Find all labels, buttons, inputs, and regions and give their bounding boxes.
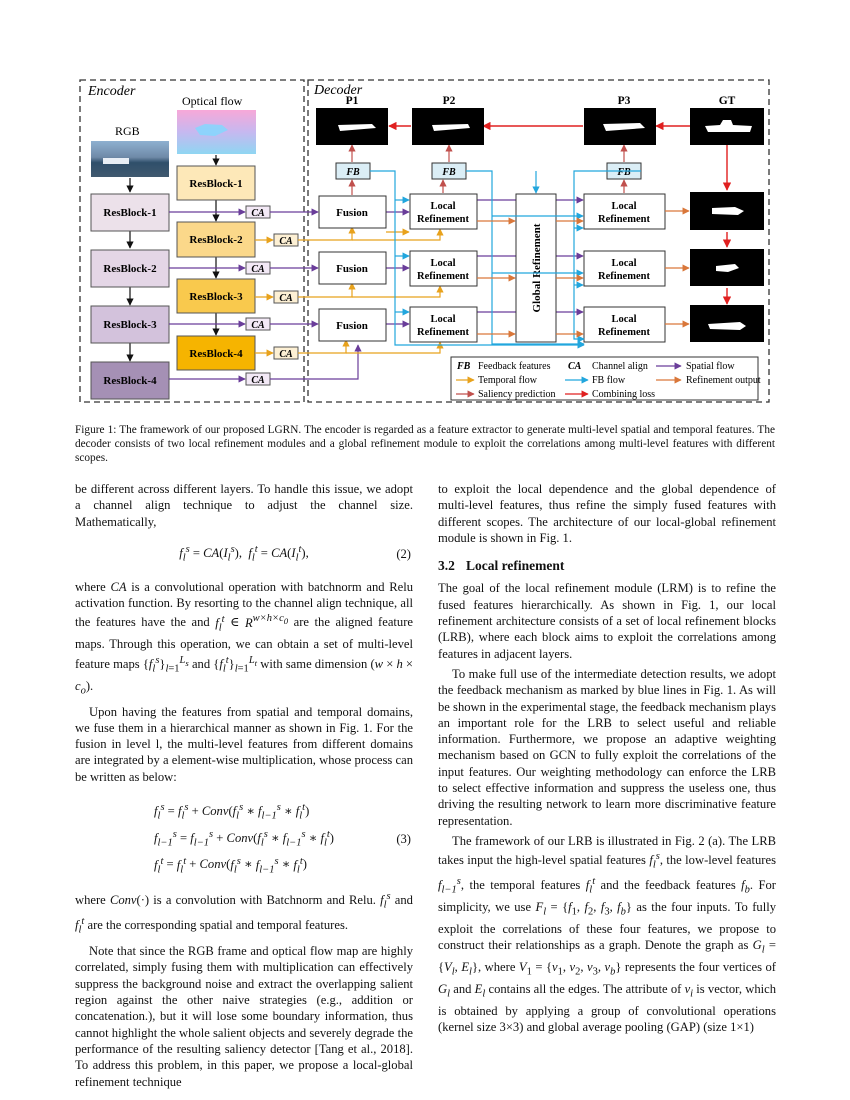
figure-caption: Figure 1: The framework of our proposed … xyxy=(75,424,775,464)
legend-spatial: Spatial flow xyxy=(686,361,735,372)
decoder-label: Decoder xyxy=(313,83,363,98)
right-p3: To make full use of the intermediate det… xyxy=(438,666,776,828)
rgb-resblock-4-label: ResBlock-4 xyxy=(103,375,157,387)
fusion-box-2 xyxy=(318,251,387,285)
right-p4: The framework of our LRB is illustrated … xyxy=(438,833,777,1035)
legend-refine: Refinement output xyxy=(686,375,761,386)
fb-label-2: FB xyxy=(441,167,456,178)
eq3-number: (3) xyxy=(396,831,411,846)
left-p4: where Conv(·) is a convolution with Batc… xyxy=(75,891,413,936)
left-column: be different across different layers. To… xyxy=(75,481,413,1090)
left-p1: be different across different layers. To… xyxy=(75,482,413,529)
rgb-label: RGB xyxy=(115,124,140,138)
encoder-label: Encoder xyxy=(87,84,136,99)
left-p2: where CA is a convolutional operation wi… xyxy=(75,579,414,697)
rgb-resblock-2-label: ResBlock-2 xyxy=(103,263,157,275)
rgb-resblock-4 xyxy=(90,361,170,400)
lr-left-1-b: Refinement xyxy=(417,214,469,225)
ca-label-t2: CA xyxy=(279,293,293,304)
legend-saliency: Saliency prediction xyxy=(478,389,555,400)
right-p2: The goal of the local refinement module … xyxy=(438,581,776,661)
rgb-boat xyxy=(103,158,129,164)
lr-right-3-a: Local xyxy=(611,314,636,325)
fusion-box-1 xyxy=(318,195,387,229)
lr-left-1-a: Local xyxy=(430,201,455,212)
fb-label-1: FB xyxy=(345,167,360,178)
legend-temporal: Temporal flow xyxy=(478,375,538,386)
eq2-number: (2) xyxy=(396,547,411,562)
left-p5: Note that since the RGB frame and optica… xyxy=(75,944,413,1089)
fusion-label-2: Fusion xyxy=(336,263,368,275)
flow-resblock-1-label: ResBlock-1 xyxy=(189,178,242,190)
ca-label-s1: CA xyxy=(251,208,265,219)
local-refinement-right-3 xyxy=(583,306,666,343)
legend-fb-text: Feedback features xyxy=(478,361,551,372)
fb-label-3: FB xyxy=(616,167,631,178)
equation-2: fls = CA(Ils), flt = CA(Ilt), (2) xyxy=(179,543,411,564)
lr-right-2-b: Refinement xyxy=(598,271,650,282)
fusion-label-1: Fusion xyxy=(336,207,368,219)
global-refinement-box xyxy=(515,193,557,343)
rgb-image xyxy=(91,141,169,177)
global-refinement-label: Global Refinement xyxy=(531,223,543,312)
p3-label: P3 xyxy=(618,95,631,107)
legend-loss: Combining loss xyxy=(592,389,655,400)
gt-label: GT xyxy=(719,95,736,107)
local-refinement-left-3 xyxy=(409,306,478,343)
lr-left-3-b: Refinement xyxy=(417,327,469,338)
p2-label: P2 xyxy=(443,95,456,107)
optical-flow-label: Optical flow xyxy=(182,94,243,108)
local-refinement-left-1 xyxy=(409,193,478,230)
fusion-box-3 xyxy=(318,308,387,342)
legend-fb-abbr: FB xyxy=(456,361,471,372)
local-refinement-right-1 xyxy=(583,193,666,230)
p1-label: P1 xyxy=(346,95,359,107)
ca-label-s2: CA xyxy=(251,264,265,275)
rgb-resblock-1-label: ResBlock-1 xyxy=(103,207,156,219)
flow-resblock-2-label: ResBlock-2 xyxy=(189,234,243,246)
rgb-resblock-3-label: ResBlock-3 xyxy=(103,319,157,331)
flow-resblock-3-label: ResBlock-3 xyxy=(189,291,243,303)
ca-label-t1: CA xyxy=(279,236,293,247)
legend-ca-abbr: CA xyxy=(568,361,582,372)
flow-resblock-1 xyxy=(176,165,256,201)
ca-label-s4: CA xyxy=(251,375,265,386)
flow-resblock-4-label: ResBlock-4 xyxy=(189,348,243,360)
left-p3: Upon having the features from spatial an… xyxy=(75,704,413,784)
lr-left-2-b: Refinement xyxy=(417,271,469,282)
legend-ca-text: Channel align xyxy=(592,361,648,372)
right-p1: to exploit the local dependence and the … xyxy=(438,482,776,545)
local-refinement-left-2 xyxy=(409,250,478,287)
legend-box xyxy=(450,356,759,401)
lr-left-2-a: Local xyxy=(430,258,455,269)
optical-flow-object xyxy=(195,124,228,136)
lr-right-3-b: Refinement xyxy=(598,327,650,338)
lr-right-1-a: Local xyxy=(611,201,636,212)
flow-resblock-2 xyxy=(176,221,256,258)
ca-label-t3: CA xyxy=(279,349,293,360)
decoder-frame xyxy=(307,79,770,403)
lr-right-1-b: Refinement xyxy=(598,214,650,225)
fusion-label-3: Fusion xyxy=(336,320,368,332)
ca-label-s3: CA xyxy=(251,320,265,331)
equation-3: fls = fls + Conv(fls ∗ fl−1s ∗ flt) fl−1… xyxy=(154,802,411,876)
flow-resblock-3 xyxy=(176,278,256,314)
right-column: to exploit the local dependence and the … xyxy=(438,481,776,1035)
framework-figure: Encoder Decoder Optical flow RGB ResBloc… xyxy=(79,79,770,403)
lr-left-3-a: Local xyxy=(430,314,455,325)
encoder-frame xyxy=(79,79,305,403)
lr-right-2-a: Local xyxy=(611,258,636,269)
legend-fbflow: FB flow xyxy=(592,375,626,386)
